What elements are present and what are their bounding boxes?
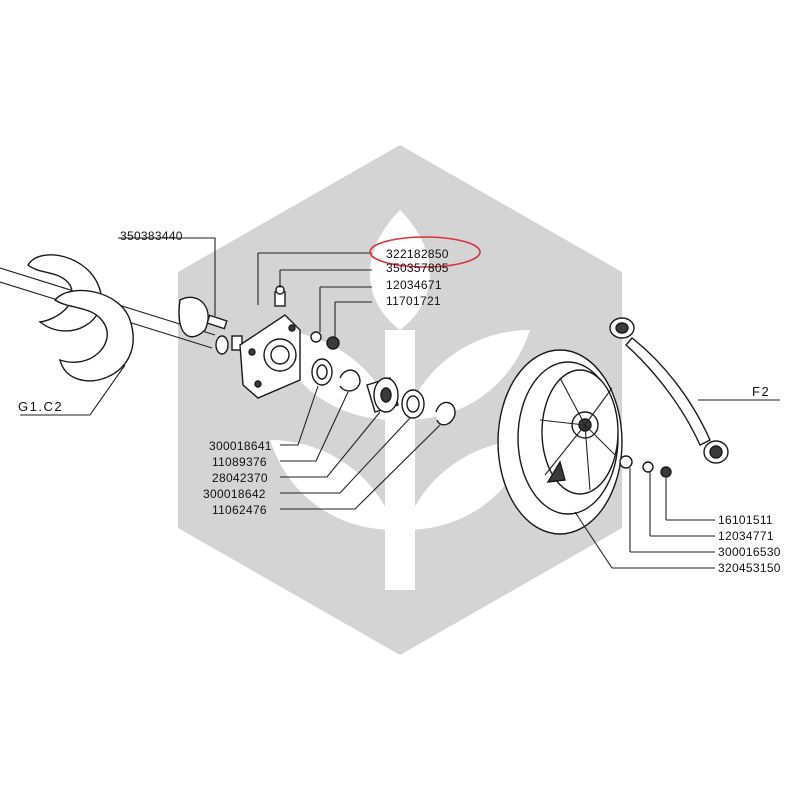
part-label-350357805: 350357805: [386, 261, 449, 275]
wheel: [497, 349, 672, 535]
part-label-11062476: 11062476: [212, 503, 267, 517]
part-label-350383440: 350383440: [120, 229, 183, 243]
part-label-28042370: 28042370: [212, 471, 268, 485]
connecting-arm: [609, 317, 729, 464]
part-label-11701721: 11701721: [386, 294, 441, 308]
auger-shaft: [0, 254, 243, 382]
group-label-f2: F2: [752, 384, 770, 399]
small-parts: [310, 331, 456, 426]
highlight-ellipse: [369, 236, 481, 268]
part-label-16101511: 16101511: [718, 513, 773, 527]
bearing-flange: [239, 285, 301, 399]
leader-lines: [20, 237, 780, 569]
part-label-11089376: 11089376: [212, 455, 267, 469]
part-label-322182850: 322182850: [386, 247, 449, 261]
part-label-300018641: 300018641: [209, 439, 272, 453]
watermark-leaf-left: [270, 330, 395, 420]
part-label-300018642: 300018642: [203, 487, 266, 501]
watermark-leaf-top: [370, 210, 430, 330]
watermark-stem: [385, 330, 415, 590]
part-label-320453150: 320453150: [718, 561, 781, 575]
part-label-12034771: 12034771: [718, 529, 774, 543]
part-label-12034671: 12034671: [386, 278, 442, 292]
watermark-logo: [178, 145, 622, 655]
group-label-g1c2: G1.C2: [18, 399, 63, 414]
part-label-300016530: 300016530: [718, 545, 781, 559]
watermark-leaf-left-low: [270, 440, 395, 530]
watermark-leaf-right: [405, 330, 530, 420]
